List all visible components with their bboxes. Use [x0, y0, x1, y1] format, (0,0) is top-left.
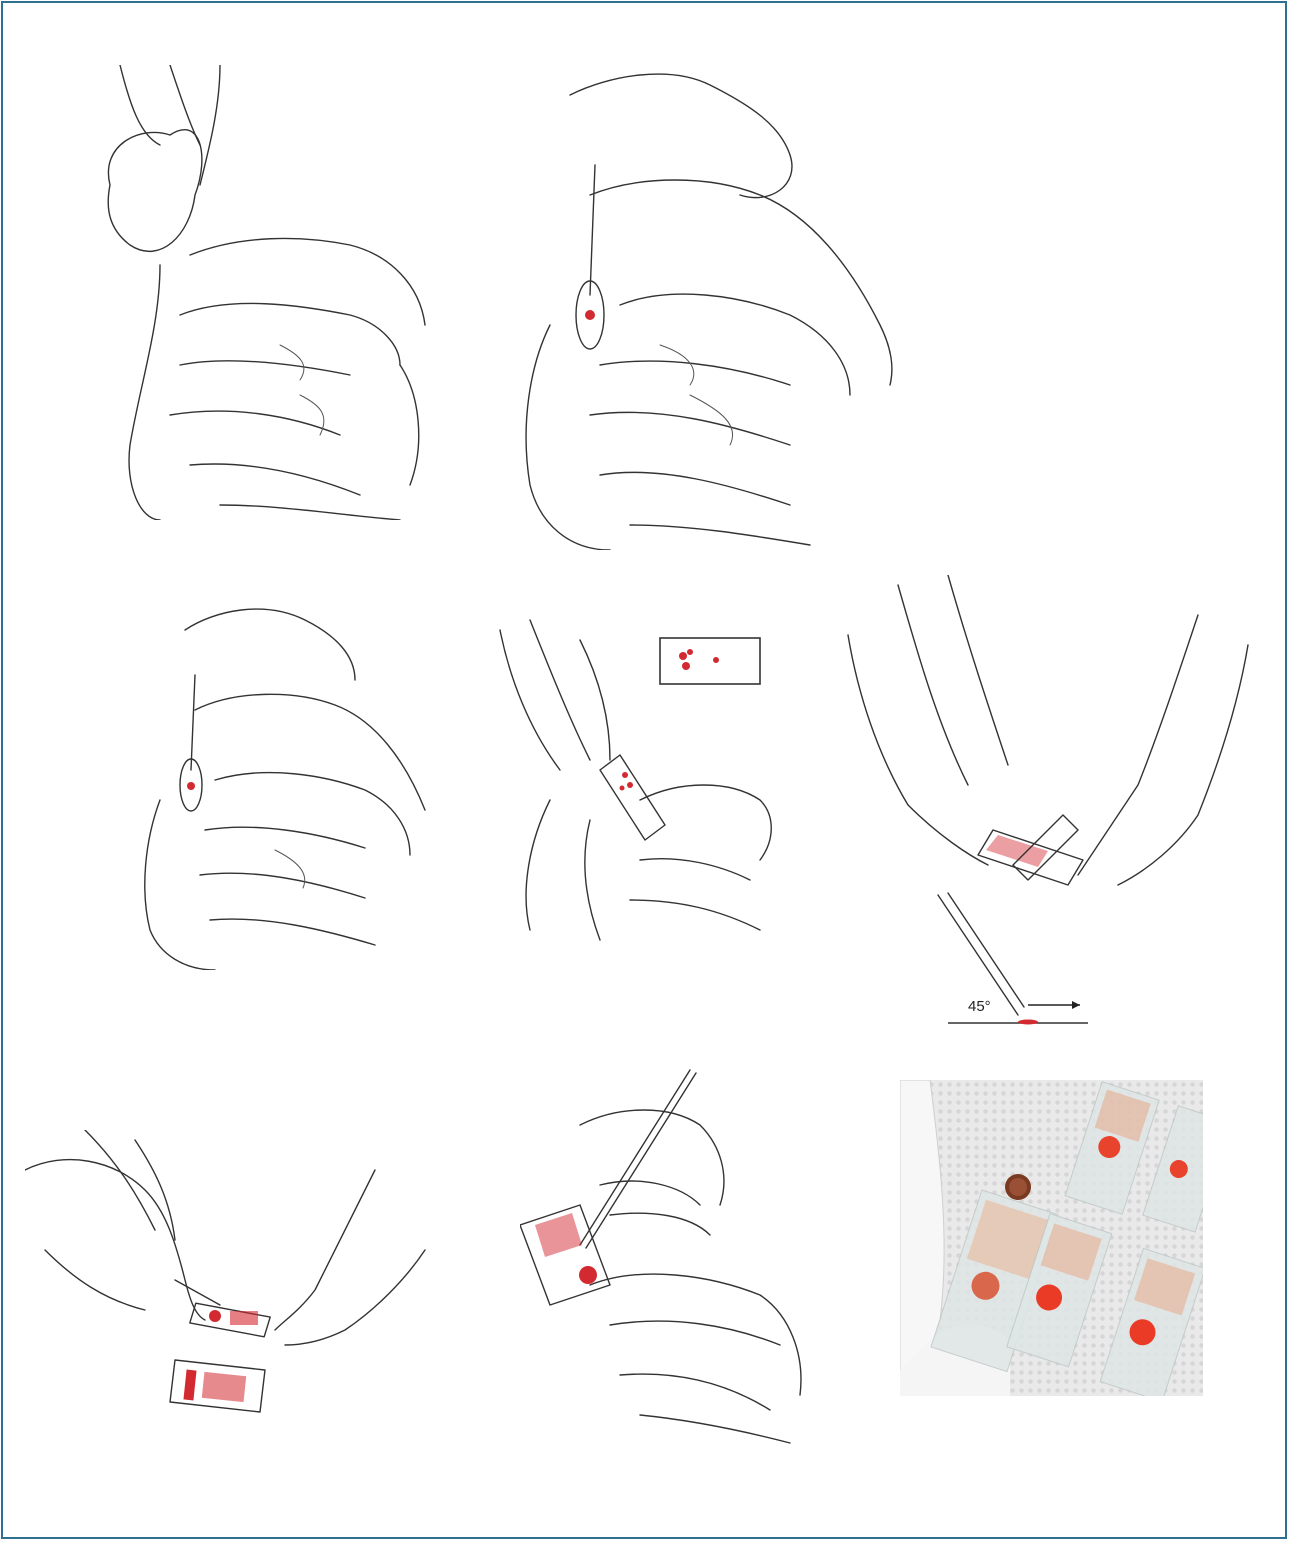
panel-lancet-2: [115, 600, 430, 970]
angle-label: 45°: [968, 998, 991, 1015]
panel-labeling-slide: [520, 1065, 815, 1445]
panel-spreader-slide: 45°: [838, 575, 1260, 1030]
panel-thick-film: [25, 1130, 430, 1420]
panel-finger-hold: [100, 65, 430, 520]
labeling-slide-illustration: [520, 1065, 815, 1445]
thick-film-illustration: [25, 1130, 430, 1420]
panel-finished-slides-photo: [900, 1080, 1203, 1396]
drops-on-slide-illustration: [490, 600, 780, 950]
spreader-slide-illustration: 45°: [838, 575, 1260, 1030]
finished-slides-photo: [900, 1080, 1203, 1396]
lancet-prick-illustration: [490, 65, 900, 550]
lancet-prick-illustration: [115, 600, 430, 970]
finger-hold-illustration: [100, 65, 430, 520]
panel-drops-on-slide: [490, 600, 780, 950]
panel-lancet-1: [490, 65, 900, 550]
